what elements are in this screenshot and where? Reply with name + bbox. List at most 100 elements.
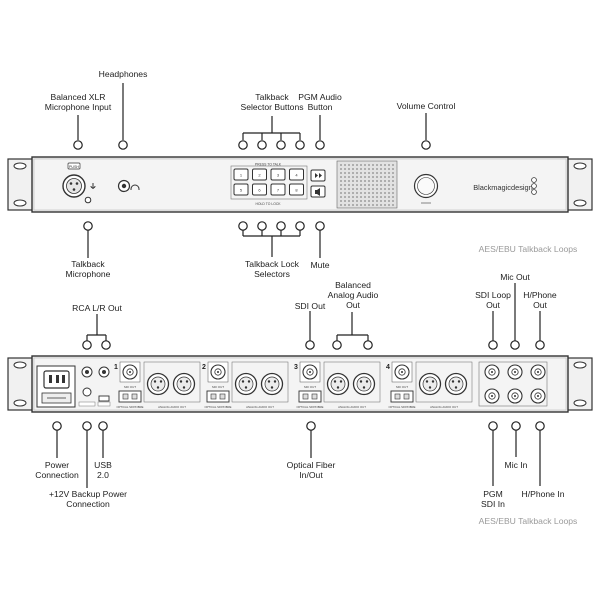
label-analog-out-3: Out <box>346 300 360 310</box>
label-backup-power-2: Connection <box>66 499 110 509</box>
label-power-2: Connection <box>35 470 79 480</box>
front-rack-hole <box>13 199 27 207</box>
front-rack-hole <box>13 162 27 170</box>
talkback-button-6[interactable] <box>252 183 267 196</box>
microphone-icon <box>90 183 96 189</box>
label-aes-bottom: AES/EBU Talkback Loops <box>478 516 578 526</box>
label-fiber-2: In/Out <box>299 470 323 480</box>
analog-legend: ANALOG AUDIO OUT <box>246 405 274 409</box>
label-hphone-in: H/Phone In <box>521 489 565 499</box>
front-rack-hole <box>573 162 587 170</box>
talkback-button-label: 8 <box>295 188 298 193</box>
label-mic-out: Mic Out <box>500 272 530 282</box>
label-xlr-input-2: Microphone Input <box>44 102 112 112</box>
talkback-button-8[interactable] <box>289 183 304 196</box>
optical-sfp-port <box>118 390 142 403</box>
analog-legend: ANALOG AUDIO OUT <box>430 405 458 409</box>
xlr-badge-text: PUSH <box>69 165 79 169</box>
label-xlr-input-1: Balanced XLR <box>50 92 106 102</box>
talkback-button-label: 1 <box>240 173 243 178</box>
talkback-button-label: 7 <box>277 188 280 193</box>
label-rca-out: RCA L/R Out <box>72 303 122 313</box>
sdi-legend: SDI OUT <box>124 385 136 389</box>
rear-callouts <box>52 283 545 488</box>
label-aes-top: AES/EBU Talkback Loops <box>478 244 578 254</box>
talkback-button-5[interactable] <box>233 183 249 196</box>
label-hphone-out-2: Out <box>533 300 547 310</box>
label-sdi-loop-2: Out <box>486 300 500 310</box>
pgm-icon <box>315 173 322 178</box>
label-power-1: Power <box>44 460 70 470</box>
label-usb-1: USB <box>94 460 112 470</box>
talkback-button-label: 4 <box>295 173 298 178</box>
optical-legend: OPTICAL SFP/FIBRE <box>116 405 143 409</box>
talkback-button-label: 6 <box>258 188 261 193</box>
label-talkback-mic-1: Talkback <box>71 259 105 269</box>
analog-legend: ANALOG AUDIO OUT <box>158 405 186 409</box>
talkback-button-label: 3 <box>277 173 280 178</box>
sdi-legend: SDI OUT <box>396 385 408 389</box>
usb-port <box>98 395 110 402</box>
talkback-button-3[interactable] <box>270 168 286 181</box>
label-talkback-mic-2: Microphone <box>65 269 111 279</box>
label-sdi-out: SDI Out <box>294 301 326 311</box>
backup-power-jack <box>82 387 92 397</box>
label-sdi-loop-1: SDI Loop <box>475 290 511 300</box>
label-talkback-lock-2: Selectors <box>254 269 290 279</box>
front-panel: PUSH PRESS TO TALK 1 2 3 4 5 6 7 8 HOLD TO LOCK… <box>7 156 593 213</box>
talkback-button-7[interactable] <box>270 183 286 196</box>
optical-legend: OPTICAL SFP/FIBRE <box>296 405 323 409</box>
talkback-button-label: 2 <box>258 173 261 178</box>
label-usb-2: 2.0 <box>97 470 109 480</box>
front-rack-hole <box>573 199 587 207</box>
label-fiber-1: Optical Fiber <box>286 460 336 470</box>
label-hphone-out-1: H/Phone <box>523 290 557 300</box>
label-mic-in: Mic In <box>504 460 528 470</box>
analog-legend: ANALOG AUDIO OUT <box>338 405 366 409</box>
label-volume-control: Volume Control <box>396 101 456 111</box>
sdi-legend: SDI OUT <box>304 385 316 389</box>
channel-number: 3 <box>294 364 298 371</box>
optical-sfp-port <box>298 390 322 403</box>
front-callouts <box>73 83 431 258</box>
talkback-button-1[interactable] <box>233 168 249 181</box>
channel-number: 1 <box>114 364 118 371</box>
optical-legend: OPTICAL SFP/FIBRE <box>204 405 231 409</box>
label-mute: Mute <box>310 260 330 270</box>
brand-mark-dot <box>531 177 537 183</box>
label-talkback-selector-2: Selector Buttons <box>240 102 304 112</box>
press-to-talk-legend: PRESS TO TALK <box>255 163 282 167</box>
optical-sfp-port <box>390 390 414 403</box>
label-pgm-audio-2: Button <box>307 102 333 112</box>
label-pgm-audio-1: PGM Audio <box>298 92 342 102</box>
hold-to-lock-legend: HOLD TO LOCK <box>255 202 281 206</box>
label-headphones: Headphones <box>98 69 148 79</box>
optical-sfp-port <box>206 390 230 403</box>
talkback-microphone-hole <box>84 196 92 204</box>
optical-legend: OPTICAL SFP/FIBRE <box>388 405 415 409</box>
label-pgm-sdi-2: SDI In <box>481 499 505 509</box>
label-analog-out-2: Analog Audio <box>327 290 379 300</box>
xlr-push-badge <box>67 162 81 170</box>
label-talkback-lock-1: Talkback Lock <box>245 259 299 269</box>
brand-logo: Blackmagicdesign <box>473 183 533 192</box>
talkback-button-label: 5 <box>240 188 243 193</box>
talkback-button-4[interactable] <box>289 168 304 181</box>
speaker-mute-icon <box>315 188 320 196</box>
label-pgm-sdi-1: PGM <box>483 489 503 499</box>
headphones-icon <box>130 184 140 190</box>
talkback-button-2[interactable] <box>252 168 267 181</box>
sdi-legend: SDI OUT <box>212 385 224 389</box>
label-backup-power-1: +12V Backup Power <box>48 489 128 499</box>
channel-number: 2 <box>202 364 206 371</box>
label-analog-out-1: Balanced <box>335 280 371 290</box>
label-talkback-selector-1: Talkback <box>255 92 289 102</box>
aes-section-frame <box>478 361 548 407</box>
channel-number: 4 <box>386 364 390 371</box>
